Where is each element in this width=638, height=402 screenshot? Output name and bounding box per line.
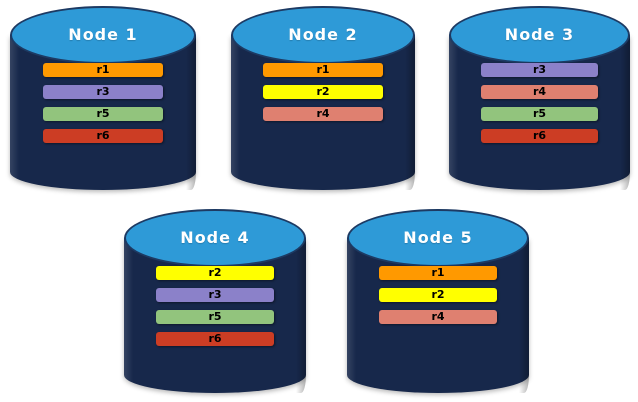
replica-bar-r6[interactable]: r6 (156, 332, 274, 346)
node-cylinder-1[interactable]: Node 1 r1 r3 r5 r6 (10, 6, 196, 190)
cylinder-top-lid (449, 6, 630, 64)
replica-bar-r3[interactable]: r3 (481, 63, 598, 77)
node-cylinder-2[interactable]: Node 2 r1 r2 r4 (231, 6, 415, 190)
replica-stack: r1 r2 r4 (231, 63, 415, 129)
cylinder-top-lid (347, 209, 529, 267)
cylinder-top-lid (124, 209, 306, 267)
replica-bar-r4[interactable]: r4 (379, 310, 497, 324)
replica-stack: r1 r3 r5 r6 (10, 63, 196, 151)
replica-bar-r3[interactable]: r3 (156, 288, 274, 302)
node-label-4: Node 4 (180, 228, 250, 247)
replica-bar-r1[interactable]: r1 (263, 63, 383, 77)
replica-bar-r2[interactable]: r2 (156, 266, 274, 280)
node-label-3: Node 3 (504, 25, 575, 44)
cylinder-top-lid (10, 6, 196, 64)
replica-bar-r6[interactable]: r6 (481, 129, 598, 143)
replica-stack: r3 r4 r5 r6 (449, 63, 630, 151)
cylinder-top-lid (231, 6, 415, 64)
replica-bar-r6[interactable]: r6 (43, 129, 163, 143)
replica-bar-r1[interactable]: r1 (43, 63, 163, 77)
replica-bar-r4[interactable]: r4 (263, 107, 383, 121)
replica-bar-r1[interactable]: r1 (379, 266, 497, 280)
node-label-2: Node 2 (288, 25, 358, 44)
replica-bar-r5[interactable]: r5 (43, 107, 163, 121)
node-cylinder-5[interactable]: Node 5 r1 r2 r4 (347, 209, 529, 393)
replica-bar-r2[interactable]: r2 (379, 288, 497, 302)
replica-stack: r2 r3 r5 r6 (124, 266, 306, 354)
replica-bar-r4[interactable]: r4 (481, 85, 598, 99)
replica-bar-r2[interactable]: r2 (263, 85, 383, 99)
node-cylinder-3[interactable]: Node 3 r3 r4 r5 r6 (449, 6, 630, 190)
node-label-1: Node 1 (68, 25, 138, 44)
replica-bar-r5[interactable]: r5 (156, 310, 274, 324)
node-label-5: Node 5 (403, 228, 473, 247)
replica-stack: r1 r2 r4 (347, 266, 529, 332)
replica-bar-r3[interactable]: r3 (43, 85, 163, 99)
replica-bar-r5[interactable]: r5 (481, 107, 598, 121)
node-cylinder-4[interactable]: Node 4 r2 r3 r5 r6 (124, 209, 306, 393)
